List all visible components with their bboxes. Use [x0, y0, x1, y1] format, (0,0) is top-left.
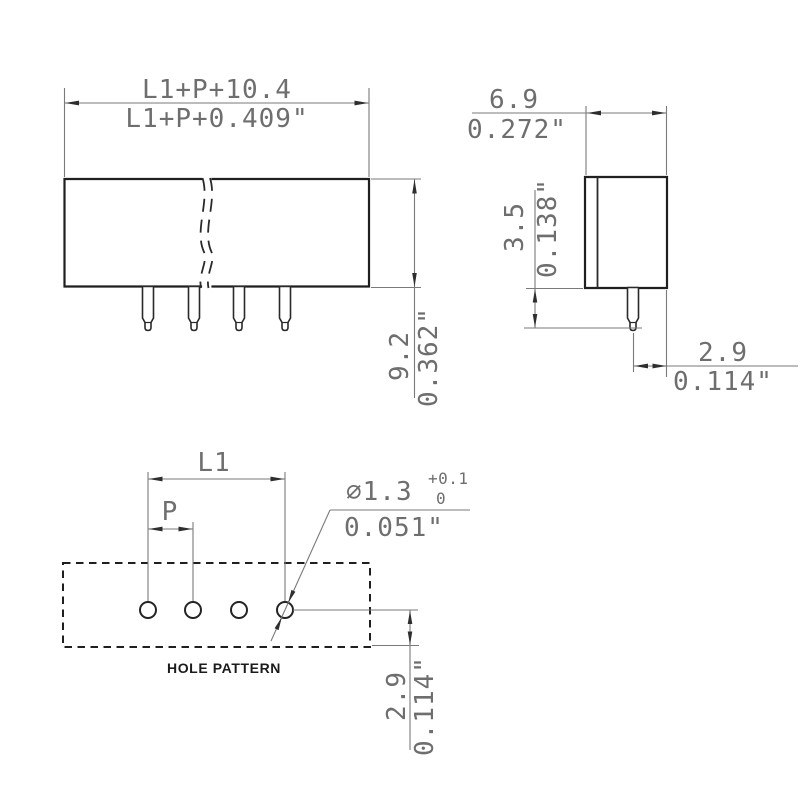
holes	[139, 601, 294, 619]
pin	[187, 285, 201, 332]
front-height-dimension: 9.2 0.362"	[371, 178, 444, 407]
arrowhead	[65, 100, 79, 106]
hole-diameter-callout: ⌀1.3 +0.1 0 0.051"	[270, 469, 470, 642]
arrowhead	[407, 631, 413, 645]
pitch-dim-label: P	[162, 497, 179, 527]
front-body-left	[63, 177, 203, 288]
side-pin-length-dimension: 3.5 0.138"	[500, 178, 642, 329]
pin	[278, 285, 292, 332]
arrowhead	[412, 179, 417, 194]
edge-dim-mm: 2.9	[382, 671, 412, 721]
side-pin-offset-dim-mm: 2.9	[698, 338, 748, 368]
arrowhead	[288, 589, 296, 603]
hole-dia-tol-minus: 0	[436, 489, 446, 508]
arrowhead	[274, 617, 282, 631]
arrowhead	[532, 314, 538, 328]
front-width-dim-mm: L1+P+10.4	[142, 75, 292, 105]
front-height-dim-mm: 9.2	[385, 331, 415, 381]
side-pin-offset-dim-inch: 0.114"	[673, 367, 773, 397]
hole-dia-tol-plus: +0.1	[428, 469, 469, 488]
hole-dia-mm: ⌀1.3	[346, 477, 413, 507]
edge-distance-dimension: 2.9 0.114"	[293, 609, 440, 756]
side-pin-length-dim-mm: 3.5	[500, 202, 530, 252]
side-width-dimension: 6.9 0.272"	[467, 85, 668, 175]
front-pins	[141, 285, 292, 332]
side-view: 6.9 0.272" 3.5 0.138" 2.9 0.114"	[467, 85, 798, 397]
pin	[141, 285, 155, 332]
arrowhead	[652, 363, 667, 369]
hole-pattern-view: L1 P ⌀1.3 +0.1 0 0.051" 2.9	[62, 448, 470, 756]
front-width-dimension: L1+P+10.4 L1+P+0.409"	[63, 75, 370, 177]
arrowhead	[634, 363, 648, 369]
arrowhead	[148, 526, 163, 532]
arrowhead	[178, 526, 193, 532]
side-pin-length-dim-inch: 0.138"	[533, 178, 563, 278]
arrowhead	[407, 610, 413, 624]
arrowhead	[652, 110, 666, 116]
arrowhead	[587, 110, 601, 116]
hole-dia-inch: 0.051"	[344, 513, 444, 543]
front-view: L1+P+10.4 L1+P+0.409" 9.2 0.362"	[63, 75, 444, 407]
front-width-dim-inch: L1+P+0.409"	[125, 104, 308, 134]
side-width-dim-inch: 0.272"	[467, 115, 567, 145]
arrowhead	[354, 100, 369, 106]
arrowhead	[532, 289, 538, 303]
hole-pattern-caption: HOLE PATTERN	[167, 660, 281, 676]
side-pin	[626, 286, 640, 332]
l1-dimension: L1	[147, 448, 286, 601]
arrowhead	[412, 273, 417, 287]
break-line-right	[207, 177, 214, 289]
side-pin-offset-dimension: 2.9 0.114"	[632, 290, 798, 397]
front-body-right	[211, 177, 371, 288]
pin	[232, 285, 246, 332]
pitch-dimension: P	[148, 497, 194, 601]
side-body	[583, 175, 669, 290]
l1-dim-label: L1	[197, 448, 230, 478]
arrowhead	[148, 476, 163, 482]
hole	[139, 601, 157, 619]
hole	[184, 601, 202, 619]
hole	[230, 601, 248, 619]
hole-pattern-outline	[62, 562, 371, 648]
edge-dim-inch: 0.114"	[410, 656, 440, 756]
side-width-dim-mm: 6.9	[489, 85, 539, 115]
front-height-dim-inch: 0.362"	[414, 307, 444, 407]
arrowhead	[270, 476, 285, 482]
break-line-left	[199, 177, 206, 289]
